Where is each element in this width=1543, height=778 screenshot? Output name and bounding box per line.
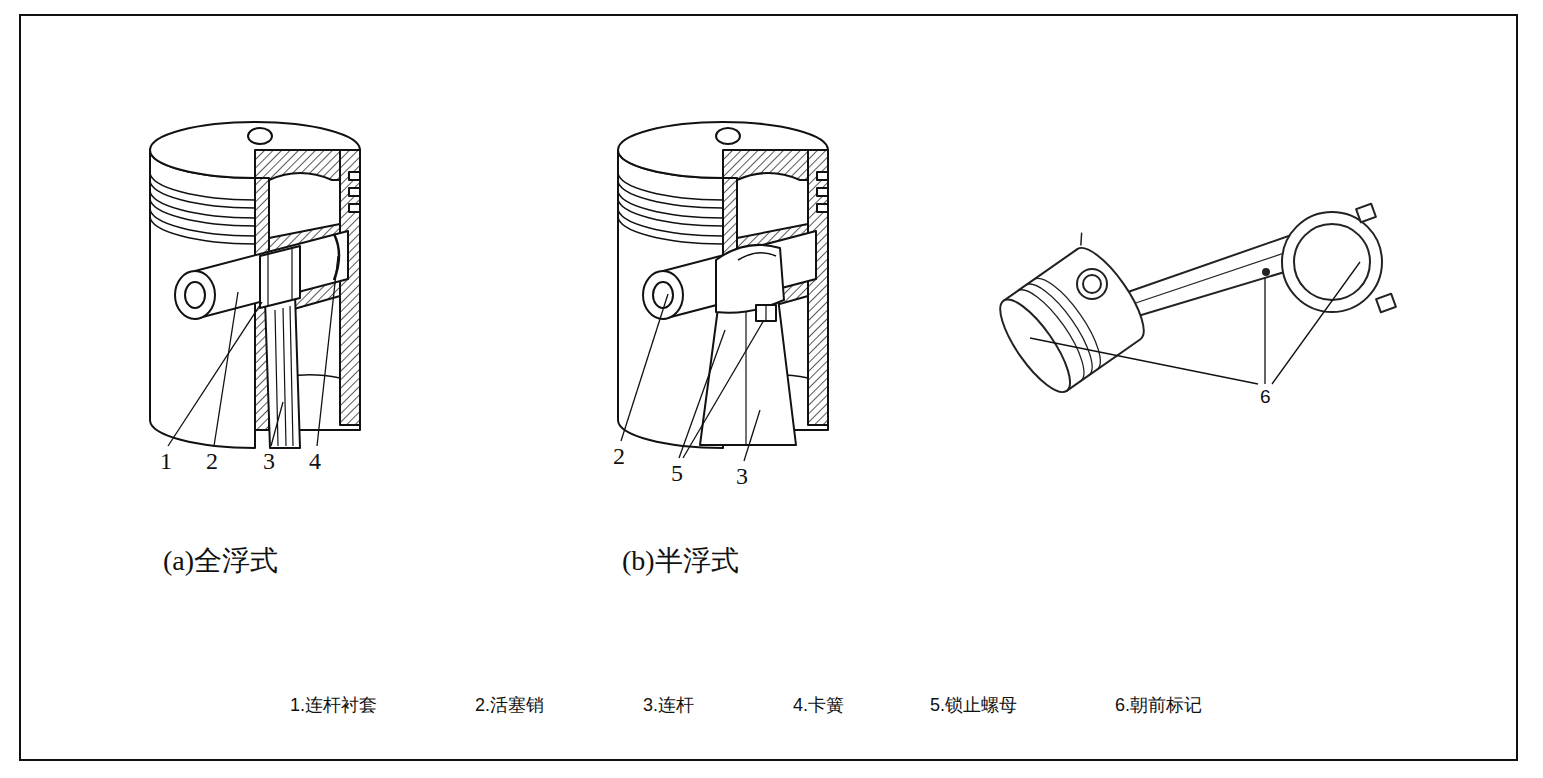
callout-number: 5 — [671, 460, 683, 488]
callout-number: 2 — [206, 448, 218, 476]
legend-entry: 5.锁止螺母 — [930, 695, 1017, 716]
callout-number: 1 — [160, 448, 172, 476]
legend-entry: 3.连杆 — [643, 695, 694, 716]
callout-number: 4 — [309, 448, 321, 476]
leader-lines — [168, 256, 1360, 461]
piston-full-floating — [150, 122, 360, 448]
callout-number: 3 — [736, 463, 748, 491]
piston-semi-floating — [618, 122, 828, 448]
legend-entry: 6.朝前标记 — [1115, 695, 1202, 716]
sub-caption: (a)全浮式 — [163, 545, 278, 577]
legend-entry: 2.活塞销 — [475, 695, 544, 716]
frame-border — [20, 15, 1517, 760]
legend-entry: 1.连杆衬套 — [290, 695, 377, 716]
piston-rod-assembly — [983, 204, 1396, 402]
legend-entry: 4.卡簧 — [793, 695, 844, 716]
callout-number: 6 — [1260, 386, 1271, 408]
sub-caption: (b)半浮式 — [622, 545, 739, 577]
callout-number: 3 — [263, 448, 275, 476]
callout-number: 2 — [613, 443, 625, 471]
